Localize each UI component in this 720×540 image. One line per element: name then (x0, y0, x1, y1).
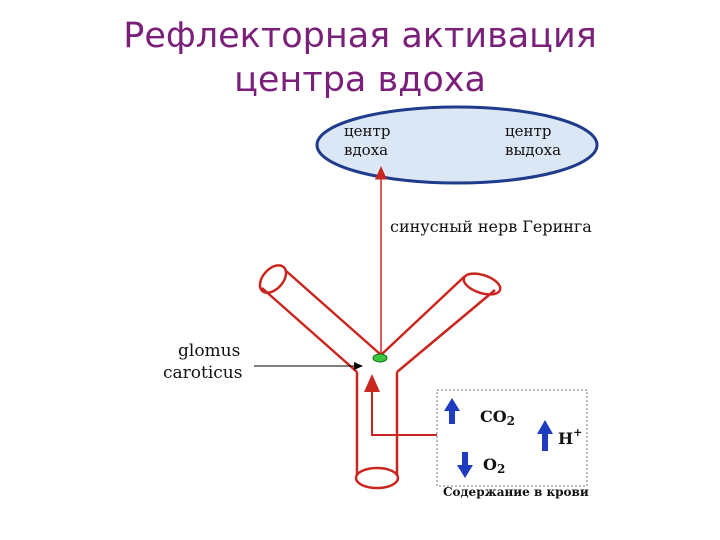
exhale-center-label-2: выдоха (505, 141, 561, 159)
blood-content-box (436, 389, 588, 487)
sinus-nerve-label: синусный нерв Геринга (390, 217, 592, 236)
glomus-label-2: caroticus (163, 363, 242, 383)
inhale-center-label-2: вдоха (344, 141, 388, 159)
afferent-red-path (364, 374, 437, 436)
title-line-1: Рефлекторная активация (123, 16, 597, 56)
slide-title: Рефлекторная активация центра вдоха (0, 14, 720, 102)
title-line-2: центра вдоха (234, 60, 486, 100)
h-up-arrow-icon (537, 420, 553, 451)
o2-down-arrow-icon (457, 452, 473, 478)
exhale-center-label-1: центр (505, 122, 551, 140)
blood-content-caption: Содержание в крови (443, 485, 589, 499)
glomus-label-1: glomus (178, 341, 240, 361)
carotid-artery (258, 264, 502, 490)
inhale-center-label-1: центр (344, 122, 390, 140)
h-label: H+ (558, 426, 582, 448)
co2-label: CO2 (480, 407, 515, 428)
o2-label: O2 (483, 455, 505, 476)
co2-up-arrow-icon (444, 398, 460, 424)
glomus-body (372, 353, 388, 363)
respiratory-center-ellipse (315, 105, 599, 185)
